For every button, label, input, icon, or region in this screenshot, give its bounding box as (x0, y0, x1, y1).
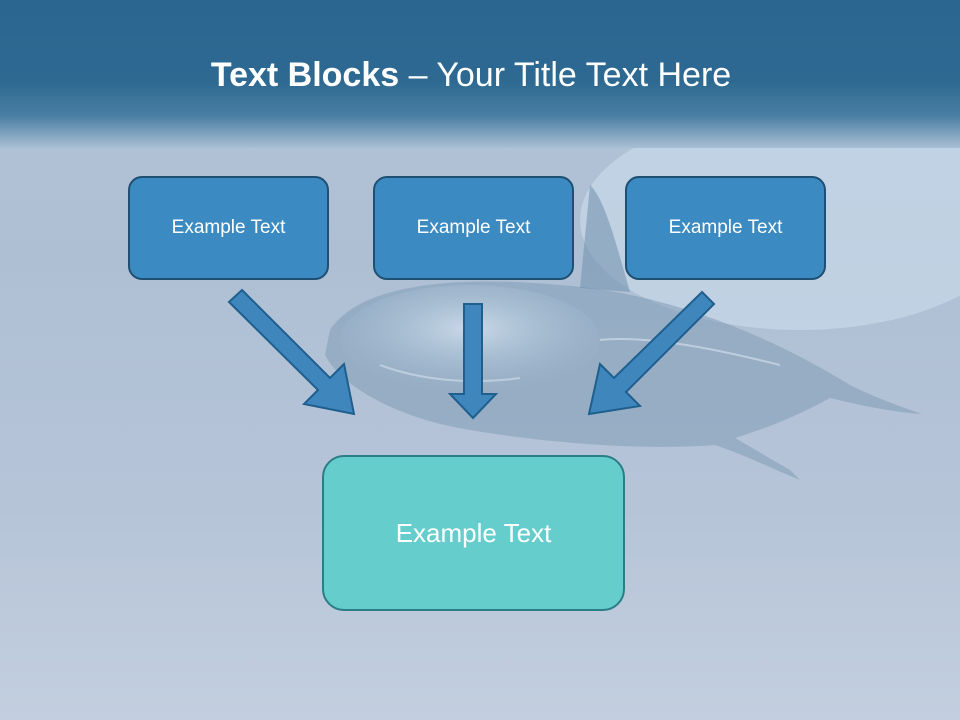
title-bold: Text Blocks (210, 56, 400, 94)
arrow-center-down (447, 303, 499, 420)
text-block-top-center[interactable]: Example Text (373, 176, 574, 280)
text-block-bottom[interactable]: Example Text (322, 455, 625, 611)
arrow-left-diagonal (227, 288, 356, 416)
text-block-top-left[interactable]: Example Text (128, 176, 329, 280)
title-bar: Text Blocks – Your Title Text Here (0, 0, 960, 148)
slide-title: Text Blocks – Your Title Text Here (0, 52, 942, 98)
arrow-right-diagonal (587, 290, 716, 416)
text-block-top-right[interactable]: Example Text (625, 176, 826, 280)
title-rest: – Your Title Text Here (399, 56, 732, 94)
